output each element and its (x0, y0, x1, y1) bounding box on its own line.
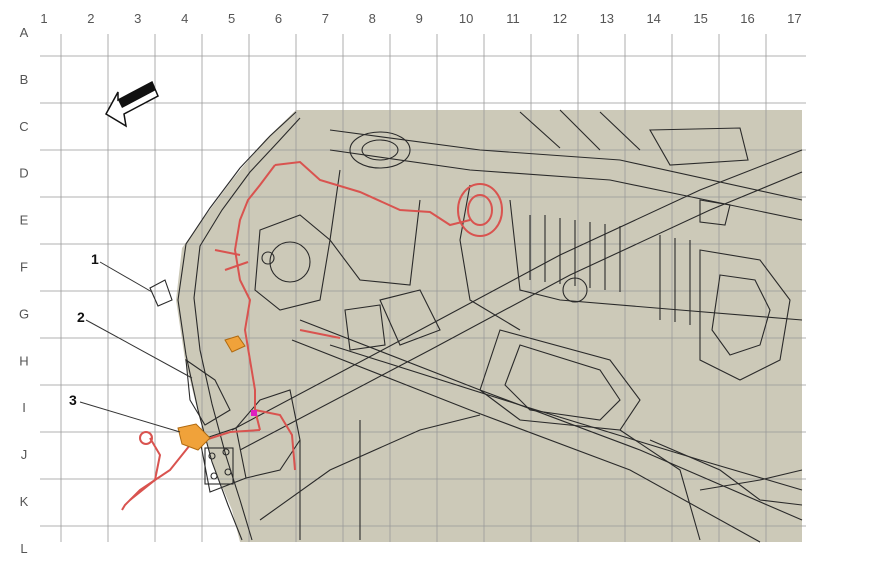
harness-end-connector (139, 431, 153, 445)
vehicle-body-panel (176, 110, 802, 542)
direction-arrow-icon (104, 80, 159, 128)
grid-row-label: L (20, 541, 27, 556)
grid-column-label: 10 (459, 11, 473, 26)
grid-row-label: C (19, 119, 28, 134)
callout-2: 2 (77, 309, 85, 325)
grid-row-label: D (19, 166, 28, 181)
grid-column-label: 12 (553, 11, 567, 26)
firewall-grommet (457, 183, 503, 237)
grid-column-label: 4 (181, 11, 188, 26)
grid-column-label: 8 (369, 11, 376, 26)
grid-column-label: 13 (600, 11, 614, 26)
grid-column-label: 7 (322, 11, 329, 26)
grid-row-labels: A B C D E F G H I J K L (19, 25, 29, 556)
grid-column-label: 17 (787, 11, 801, 26)
grid-row-label: B (20, 72, 29, 87)
grid-row-label: K (20, 494, 29, 509)
grid-column-label: 2 (87, 11, 94, 26)
grid-row-label: H (19, 353, 28, 368)
splice-marker (251, 410, 257, 416)
grid-column-label: 5 (228, 11, 235, 26)
grid-column-label: 1 (40, 11, 47, 26)
grid-column-label: 14 (646, 11, 660, 26)
grid-column-label: 15 (693, 11, 707, 26)
callout-leaders (79, 261, 193, 433)
grid-row-label: F (20, 260, 28, 275)
grid-row-label: E (20, 213, 29, 228)
grid-row-label: J (21, 447, 28, 462)
grid-row-label: I (22, 400, 26, 415)
connector-location-3 (177, 423, 211, 451)
grid-lines (40, 34, 806, 542)
connector-location-2 (224, 335, 246, 353)
grid-column-label: 6 (275, 11, 282, 26)
callout-3: 3 (69, 392, 77, 408)
body-structure-lines (149, 109, 803, 543)
grid-row-label: G (19, 306, 29, 321)
grid-column-label: 9 (416, 11, 423, 26)
grid-column-label: 16 (740, 11, 754, 26)
grid-row-label: A (20, 25, 29, 40)
grid-column-label: 3 (134, 11, 141, 26)
wiring-harness (121, 160, 471, 511)
grid-column-label: 11 (506, 11, 520, 26)
callout-1: 1 (91, 251, 99, 267)
